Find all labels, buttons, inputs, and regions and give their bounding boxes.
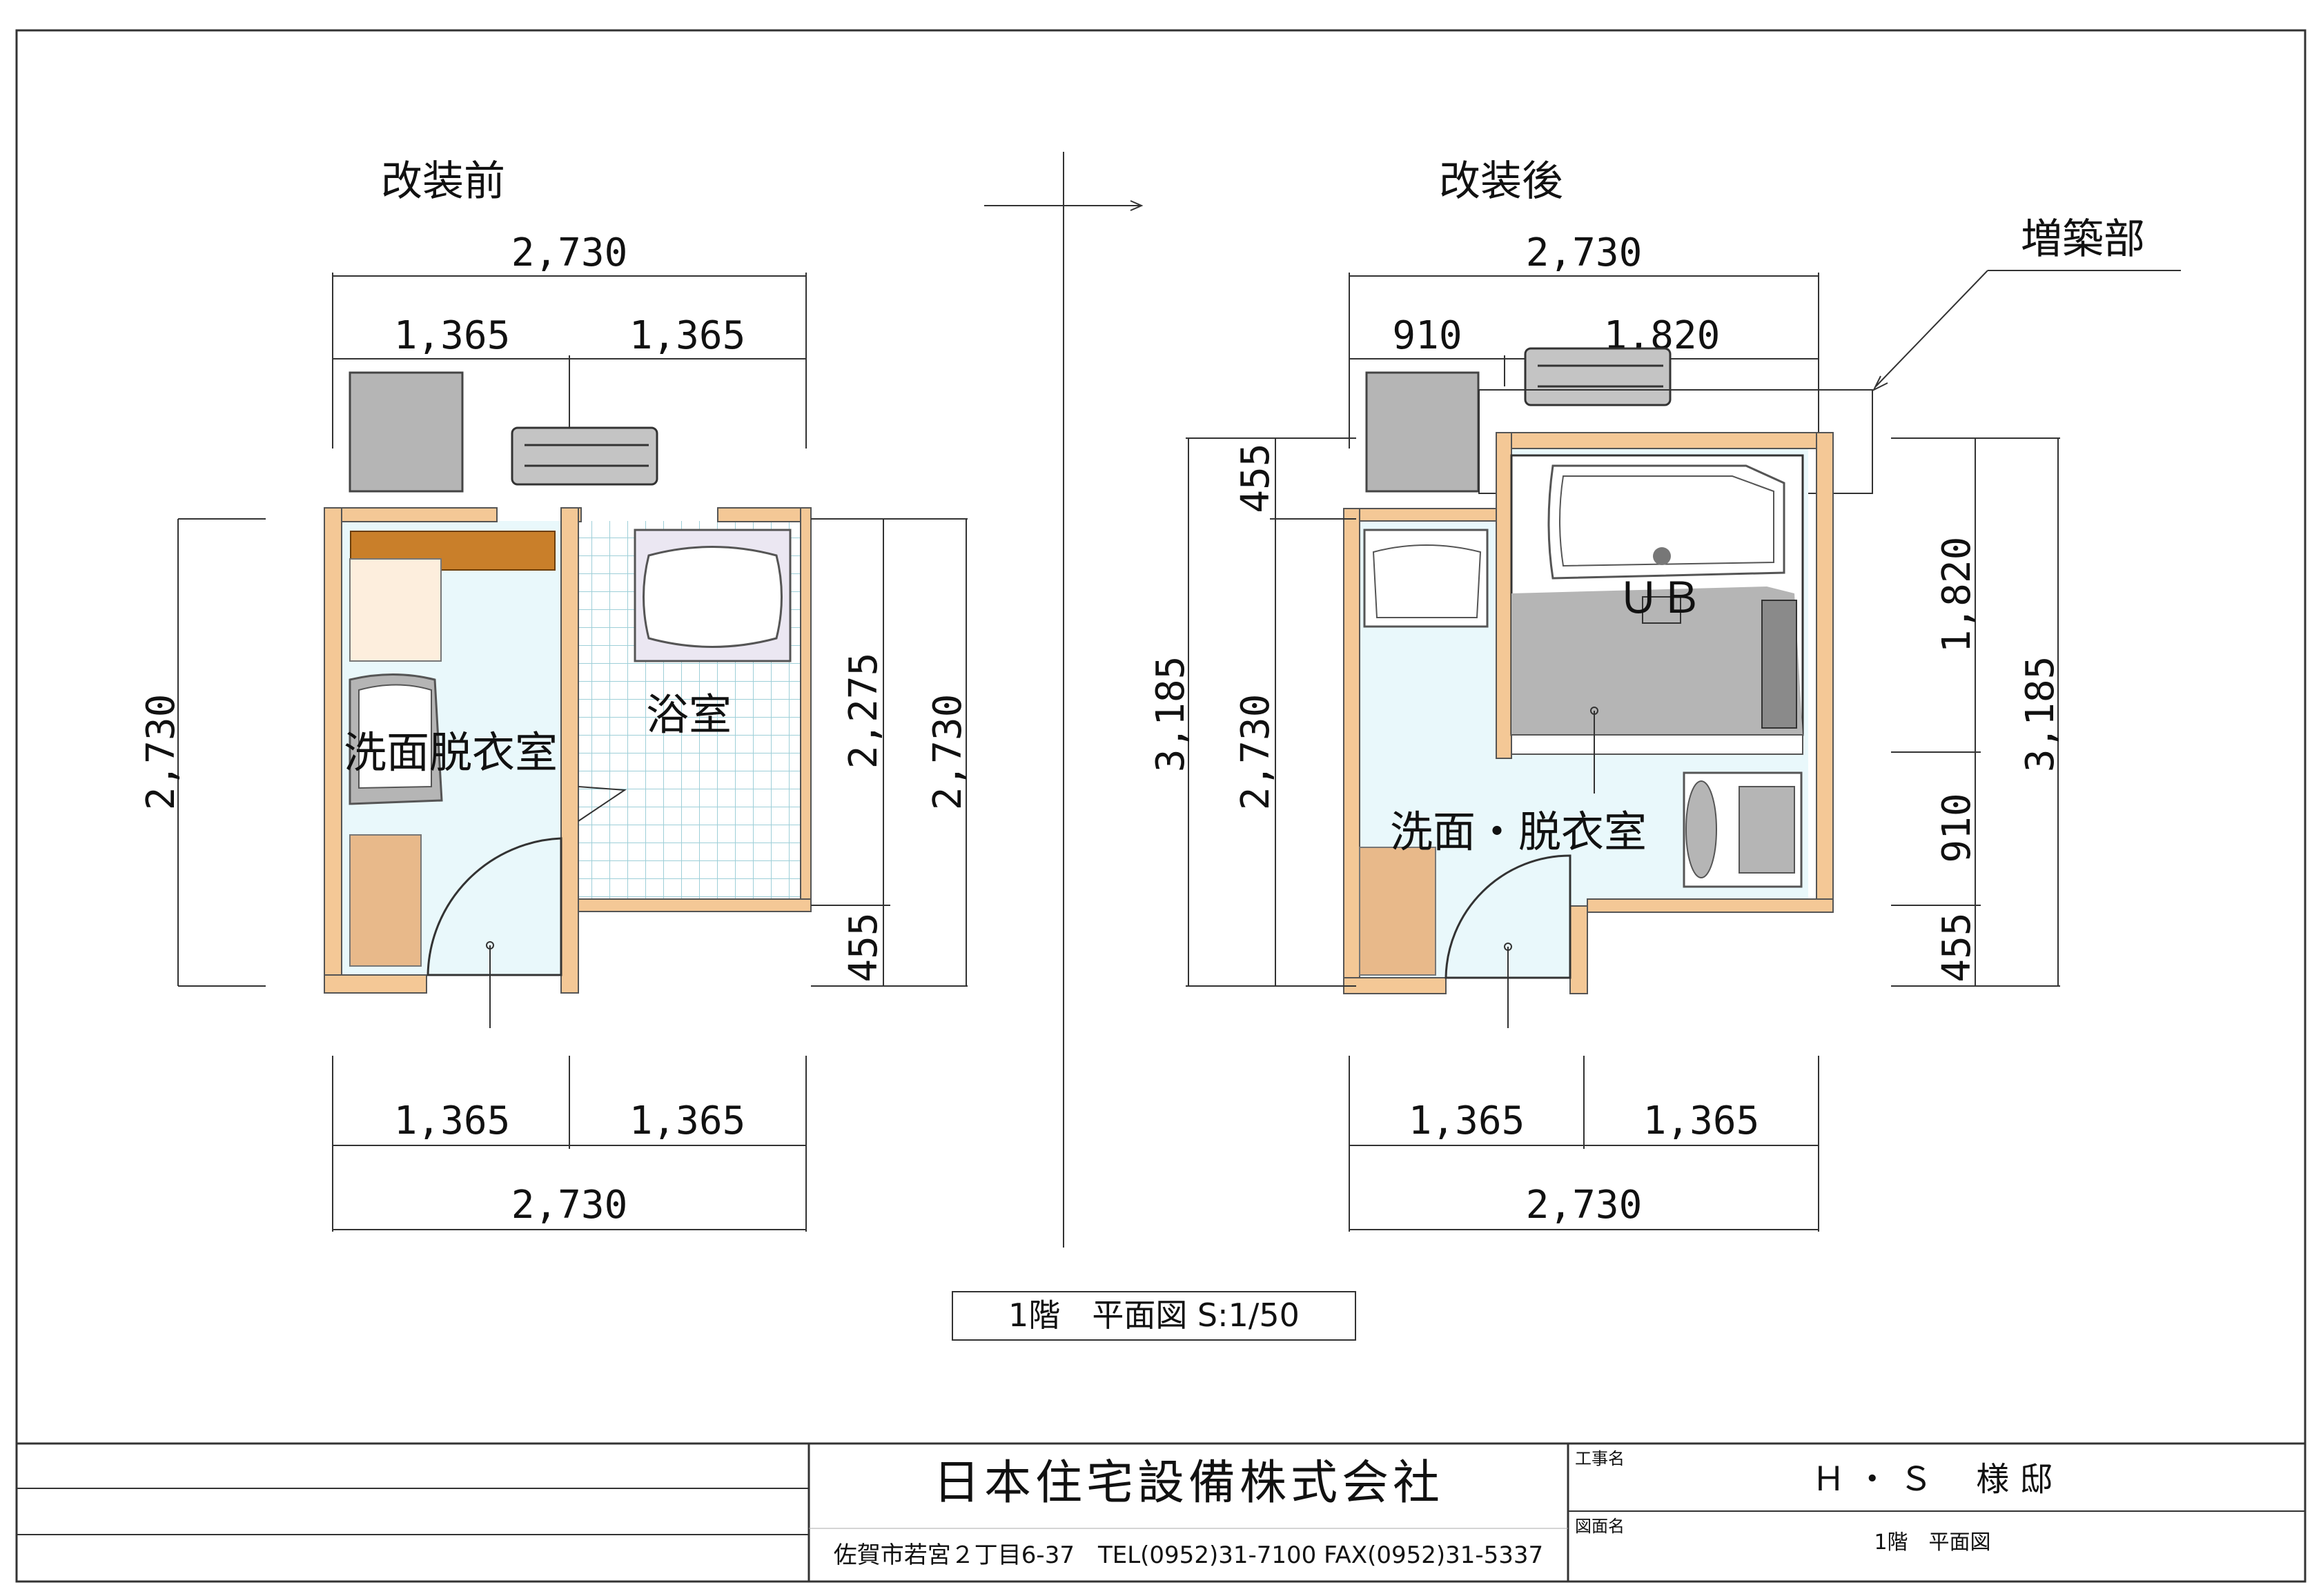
before-top-right: 1,365	[629, 313, 746, 358]
arrow-head	[1130, 200, 1144, 211]
ub-floor	[1511, 587, 1803, 735]
before-left-total: 2,730	[139, 694, 184, 811]
after-left-inner: 2,730	[1233, 694, 1278, 811]
before-bottom-left: 1,365	[394, 1099, 511, 1143]
after-right-mid: 910	[1935, 793, 1979, 863]
ub-bathtub	[1547, 464, 1785, 580]
after-top-left: 910	[1392, 313, 1462, 358]
before-plan: 改装前 2,730 1,365 1,365	[139, 157, 970, 1232]
after-plan: 改装後 増築部 2,730 910 1,820	[1148, 157, 2181, 1232]
drawing-caption: 1階 平面図 S:1/50	[1008, 1297, 1300, 1334]
door-swing	[1444, 854, 1571, 979]
project-label: 工事名	[1575, 1449, 1625, 1468]
after-left-top: 455	[1233, 443, 1278, 513]
storage-cabinet	[1359, 847, 1436, 976]
before-walls	[324, 507, 812, 994]
before-right-total: 2,730	[926, 694, 970, 811]
after-room-dressing: 洗面・脱衣室	[1390, 807, 1647, 857]
cabinet	[349, 558, 442, 662]
after-right-low: 455	[1935, 912, 1979, 982]
before-room-dressing: 洗面脱衣室	[344, 727, 558, 778]
before-top-total: 2,730	[511, 230, 628, 275]
before-room-bath: 浴室	[646, 689, 732, 740]
company-name: 日本住宅設備株式会社	[933, 1456, 1444, 1510]
extension-annotation: 増築部	[2021, 215, 2145, 264]
door-swing	[427, 837, 562, 976]
water-heater	[511, 426, 658, 486]
after-right-outer: 3,185	[2018, 656, 2063, 773]
water-heater	[1524, 347, 1672, 406]
leader-line	[1875, 270, 1988, 387]
title-block: 日本住宅設備株式会社 佐賀市若宮２丁目6-37 TEL(0952)31-7100…	[15, 1442, 2307, 1583]
before-right-lower: 455	[841, 912, 886, 982]
outdoor-unit	[1365, 371, 1480, 493]
storage-cabinet	[349, 834, 422, 967]
after-bottom-right: 1,365	[1643, 1099, 1760, 1143]
after-walls	[1343, 432, 1834, 994]
after-left-outer: 3,185	[1148, 656, 1193, 773]
ub-counter	[1761, 600, 1797, 729]
before-bottom-total: 2,730	[511, 1183, 628, 1228]
drawing-value: 1階 平面図	[1874, 1530, 1990, 1555]
before-heading: 改装前	[381, 157, 505, 206]
drawing-label: 図面名	[1575, 1517, 1625, 1536]
caption-box	[952, 1291, 1356, 1341]
before-right-main: 2,275	[841, 653, 886, 769]
after-right-top: 1,820	[1935, 537, 1979, 653]
outdoor-unit	[349, 371, 464, 493]
before-bottom-right: 1,365	[629, 1099, 746, 1143]
after-room-ub: ＵＢ	[1617, 573, 1703, 623]
before-top-left: 1,365	[394, 313, 511, 358]
after-top-total: 2,730	[1526, 230, 1643, 275]
after-bottom-total: 2,730	[1526, 1183, 1643, 1228]
company-address: 佐賀市若宮２丁目6-37 TEL(0952)31-7100 FAX(0952)3…	[834, 1541, 1543, 1569]
after-bottom-left: 1,365	[1409, 1099, 1525, 1143]
project-value: Ｈ ・ Ｓ 様 邸	[1812, 1460, 2053, 1499]
bath-door	[578, 786, 627, 822]
after-heading: 改装後	[1439, 157, 1563, 206]
